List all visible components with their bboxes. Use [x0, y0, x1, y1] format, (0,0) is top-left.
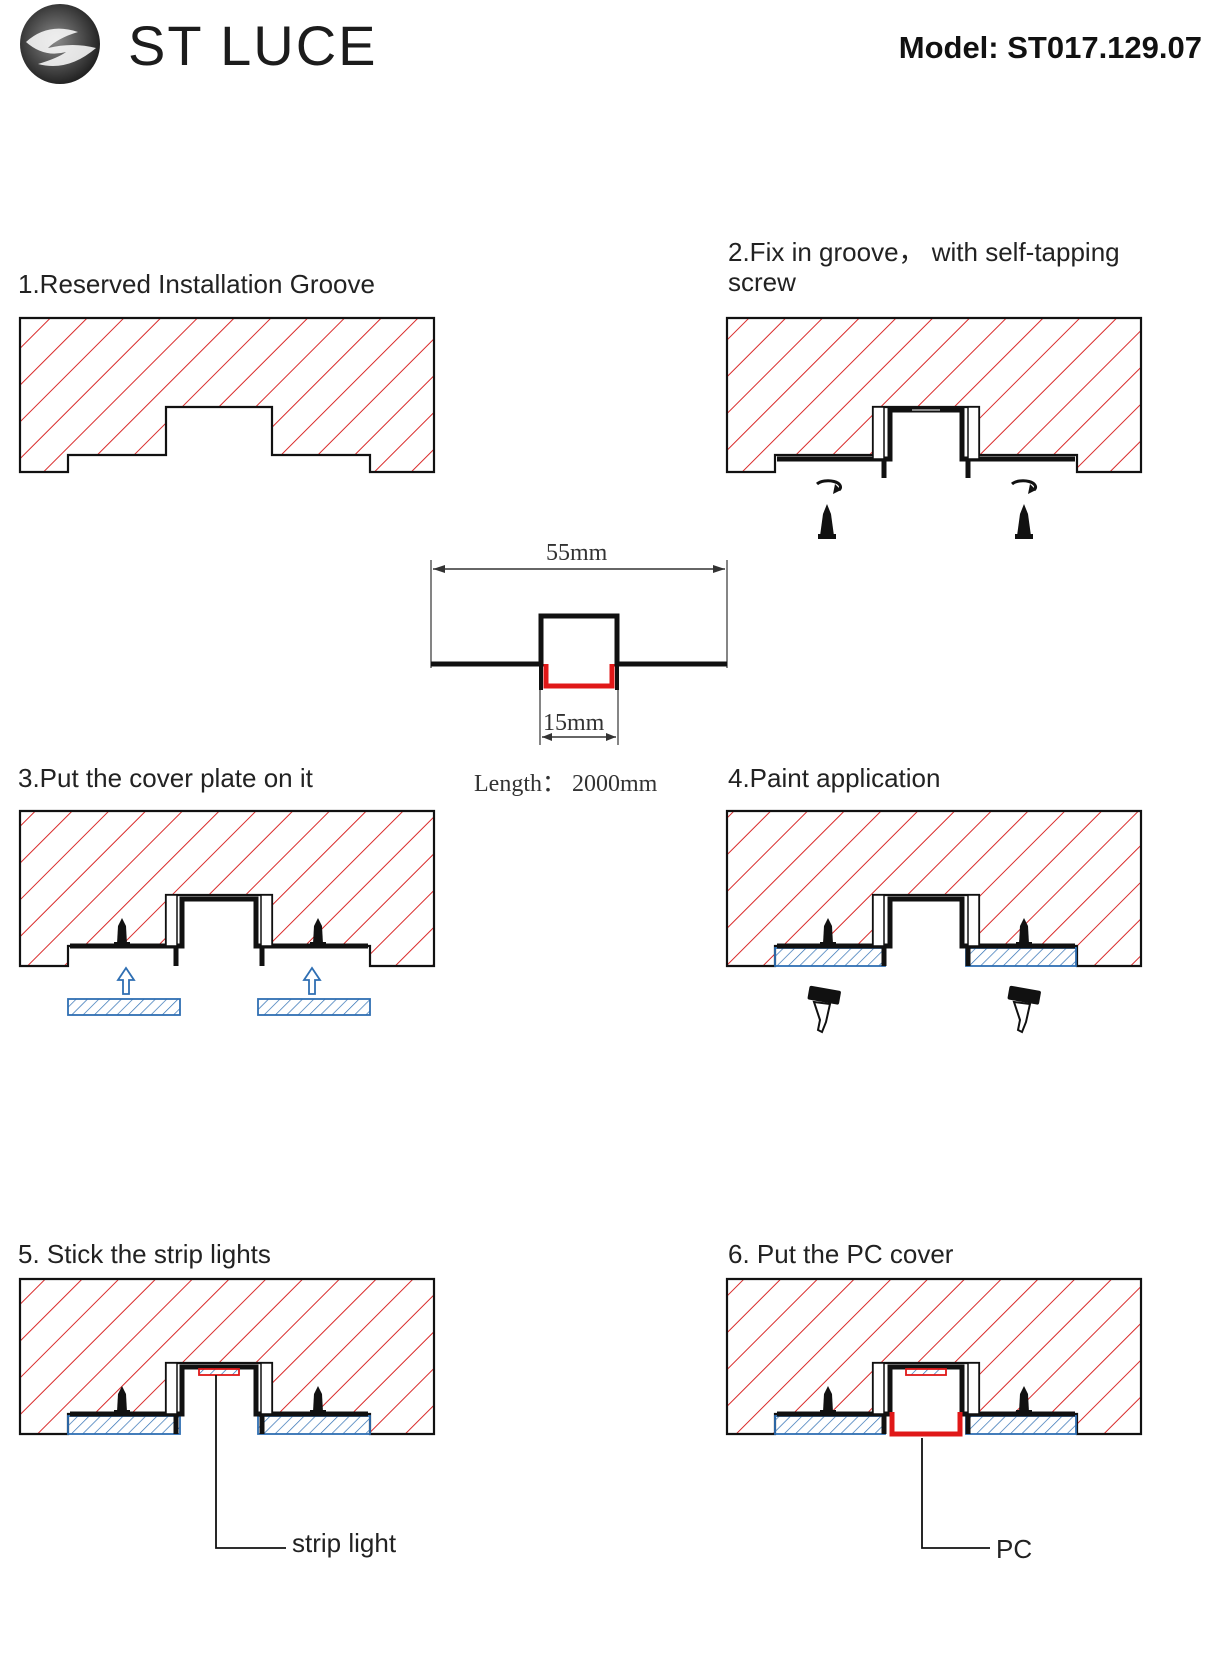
- step-6-title: 6. Put the PC cover: [728, 1239, 954, 1269]
- brand-name: ST LUCE: [128, 14, 378, 77]
- step-4-title: 4.Paint application: [728, 763, 941, 793]
- step-1-title: 1.Reserved Installation Groove: [18, 269, 375, 299]
- step-2-title-line2: screw: [728, 267, 796, 297]
- step-5-wall-section: [18, 1277, 436, 1549]
- profile-length-label: Length： 2000mm: [474, 771, 658, 797]
- brush-icon: [1006, 984, 1043, 1033]
- screw-icon: [1015, 504, 1033, 539]
- screw-icon: [818, 504, 836, 539]
- step-3-wall-section: [18, 809, 436, 1016]
- arrow-up-icon: [117, 967, 135, 995]
- step-4-wall-section: [725, 809, 1143, 968]
- pc-label: PC: [996, 1534, 1033, 1564]
- step-1-wall-section: [18, 316, 436, 474]
- step-2-title-line1: 2.Fix in groove， with self-tapping: [728, 237, 1120, 267]
- step-2-wall-section: [725, 316, 1143, 478]
- arrow-up-icon: [303, 967, 321, 995]
- rotate-icon: [815, 479, 843, 496]
- step-6-wall-section: [725, 1277, 1143, 1549]
- strip-light-label: strip light: [292, 1528, 397, 1558]
- model-number: Model: ST017.129.07: [898, 30, 1202, 65]
- brush-icon: [806, 984, 843, 1033]
- step-3-title: 3.Put the cover plate on it: [18, 763, 313, 793]
- brand-logo: [18, 2, 102, 86]
- profile-cross-section: [430, 560, 728, 745]
- profile-opening-label: 15mm: [543, 710, 605, 736]
- step-5-title: 5. Stick the strip lights: [18, 1239, 271, 1269]
- logo-icon: [20, 4, 100, 84]
- profile-width-label: 55mm: [546, 540, 608, 566]
- rotate-icon: [1010, 479, 1038, 496]
